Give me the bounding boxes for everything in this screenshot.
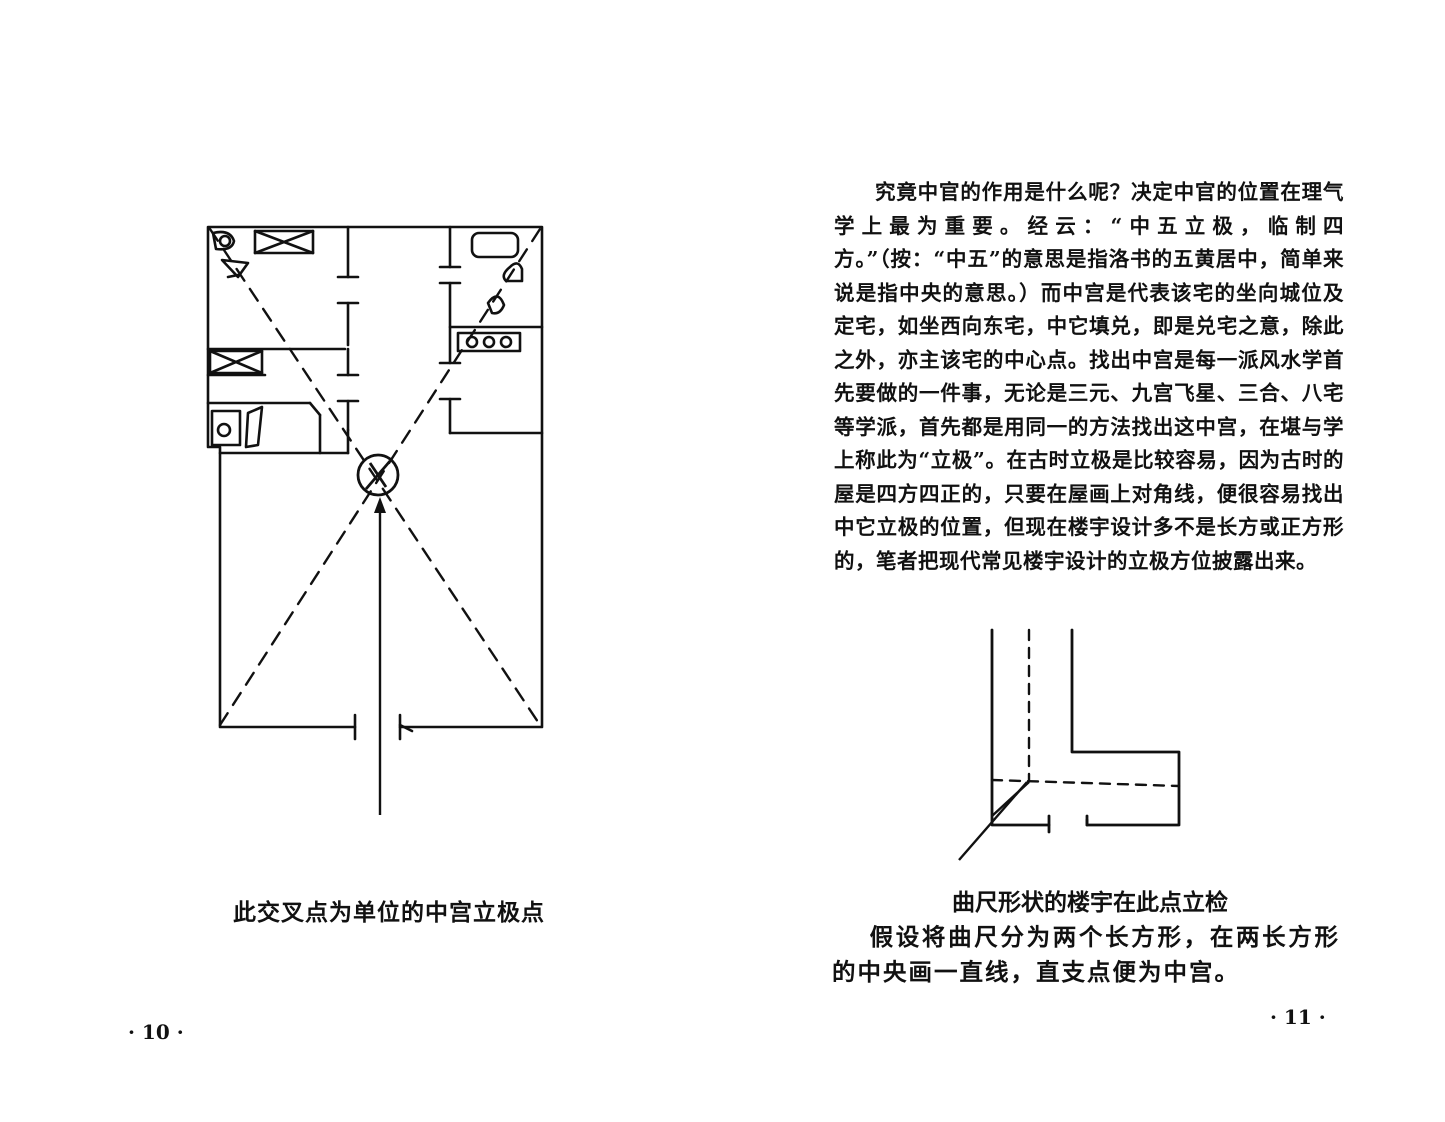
outer-wall-right [1072,630,1179,825]
main-paragraph: 究竟中官的作用是什么呢？决定中官的位置在理气学上最为重要。经云：“中五立极，临制… [834,180,1344,573]
left-page: 此交叉点为单位的中宫立极点 · 10 · [0,0,722,1122]
page-number-right: · 11 · [1270,1005,1326,1029]
figure-caption-title: 曲尺形状的楼宇在此点立检 [952,890,1228,916]
horizontal-center-line [992,780,1179,786]
page-number-left: · 10 · [128,1020,184,1044]
figure-caption-body: 假设将曲尺分为两个长方形，在两长方形的中央画一直线，直支点便为中宫。 [832,923,1340,986]
l-shaped-building-diagram [947,620,1207,870]
bed-top [255,231,313,253]
bathtub [472,233,518,257]
right-page: 究竟中官的作用是什么呢？决定中官的位置在理气学上最为重要。经云：“中五立极，临制… [722,0,1445,1122]
outer-wall [208,227,542,727]
figure-caption-left: 此交叉点为单位的中宫立极点 [233,899,545,926]
bed-mid [210,351,262,373]
center-point-circle [358,455,398,495]
arrow-head [374,497,386,513]
outer-wall-left [992,630,1049,825]
floor-plan-diagram [200,215,570,835]
stove [458,333,520,351]
